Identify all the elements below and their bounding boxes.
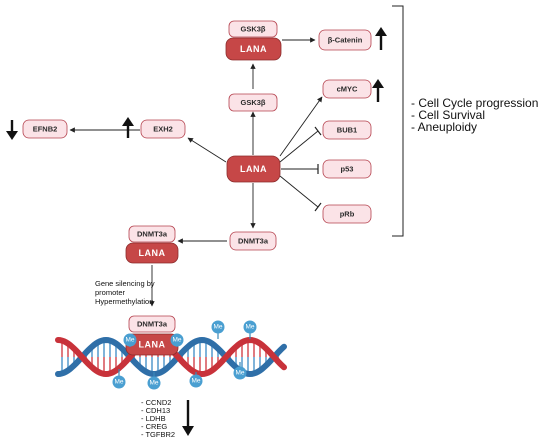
lana-center-label: LANA [240,164,267,174]
up-arrow-icon [372,79,384,102]
dnmt3a-dna-node: DNMT3a [128,315,176,333]
inhibit-prb [279,175,319,208]
methyl-group: Me [233,362,247,380]
down-arrow-icon [182,400,194,436]
silenced-genes-list: - CCND2 - CDH13 - LDHB - CREG - TGFBR2 [141,398,175,439]
silenced-gene: - CDH13 [141,406,170,415]
outcomes-bracket [392,5,404,237]
methyl-group: Me [243,320,257,339]
methyl-group: Me [112,369,126,389]
lana-dna-label: LANA [139,340,166,350]
silencing-note-line: Hypermethylation [95,297,153,306]
inhibit-bub1-bar [314,126,322,136]
prb-node: pRb [322,204,372,224]
methyl-group: Me [123,333,137,347]
methyl-groups: Me Me Me Me Me Me Me Me [112,320,257,390]
methyl-label: Me [172,337,181,344]
dnmt3a-left-label: DNMT3a [137,230,168,239]
dnmt3a-right-label: DNMT3a [238,237,269,246]
dnmt3a-right-node: DNMT3a [229,231,277,251]
silencing-note: Gene silencing by promoter Hypermethylat… [95,279,155,306]
silenced-gene: - LDHB [141,414,166,423]
lana-center-node: LANA [226,155,281,183]
methyl-label: Me [114,379,123,386]
methyl-label: Me [191,378,200,385]
methyl-label: Me [245,324,254,331]
silenced-gene: - CREG [141,422,167,431]
cmyc-label: cMYC [337,85,358,94]
beta-catenin-label: β-Catenin [328,36,363,45]
efnb2-label: EFNB2 [33,125,58,134]
efnb2-node: EFNB2 [22,119,68,139]
cmyc-node: cMYC [322,79,372,99]
outcomes-list: - Cell Cycle progression - Cell Survival… [411,96,538,134]
outcome-item: - Cell Cycle progression [411,96,538,110]
gsk3b-mid-label: GSK3β [240,98,265,107]
outcome-item: - Aneuploidy [411,120,477,134]
up-arrow-icon [375,27,387,50]
arrow-lana-to-exh2 [187,137,227,163]
dnmt3a-left-node: DNMT3a [128,225,176,243]
gsk3b-top-node: GSK3β [228,20,278,38]
bub1-node: BUB1 [322,120,372,140]
methyl-label: Me [125,337,134,344]
down-arrow-icon [6,120,18,140]
p53-node: p53 [322,159,372,179]
p53-label: p53 [341,165,354,174]
exh2-label: EXH2 [153,125,173,134]
outcome-item: - Cell Survival [411,108,485,122]
lana-dnmt-left-node: LANA [125,242,179,264]
methyl-label: Me [149,380,158,387]
lana-dnmt-left-label: LANA [139,248,166,258]
methyl-label: Me [213,324,222,331]
inhibit-bub1 [279,130,319,163]
silencing-note-line: Gene silencing by [95,279,155,288]
silenced-gene: - CCND2 [141,398,171,407]
methyl-label: Me [235,370,244,377]
arrow-lana-to-cmyc [279,96,323,157]
up-arrow-icon [122,117,134,138]
gsk3b-top-label: GSK3β [240,25,265,34]
silencing-note-line: promoter [95,288,126,297]
beta-catenin-node: β-Catenin [318,29,372,51]
connectors [69,37,323,307]
silenced-gene: - TGFBR2 [141,430,175,439]
methyl-group: Me [211,320,225,339]
methyl-group: Me [147,372,161,390]
lana-top-label: LANA [240,44,267,54]
dnmt3a-dna-label: DNMT3a [137,320,168,329]
methyl-group: Me [189,372,203,388]
prb-label: pRb [340,210,355,219]
methyl-group: Me [170,333,184,347]
bub1-label: BUB1 [337,126,357,135]
lana-top-node: LANA [225,37,282,61]
gsk3b-mid-node: GSK3β [228,93,278,112]
inhibit-prb-bar [314,202,322,212]
exh2-node: EXH2 [140,119,186,139]
